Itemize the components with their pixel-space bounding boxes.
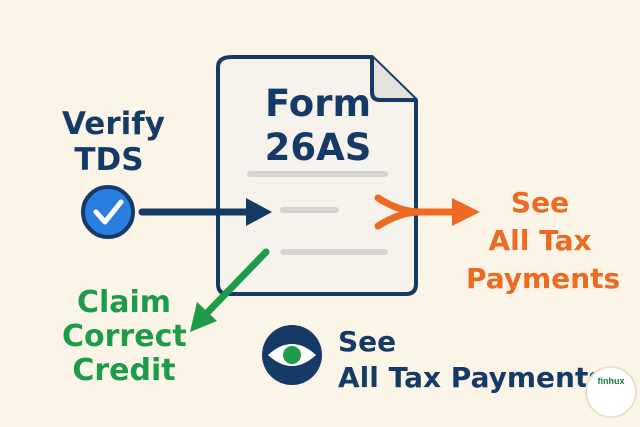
form-title: Form 26AS bbox=[218, 82, 418, 170]
see-payments-right-label: See All Tax Payments bbox=[466, 184, 621, 298]
verify-tds-label: Verify TDS bbox=[62, 106, 165, 178]
claim-line-1: Claim bbox=[76, 285, 172, 320]
form-title-line-2: 26AS bbox=[264, 126, 372, 169]
see-right-line-3: Payments bbox=[466, 262, 621, 295]
check-circle-icon bbox=[81, 185, 135, 239]
claim-credit-arrow bbox=[190, 248, 270, 332]
see-payments-bottom-label: See All Tax Payments bbox=[338, 324, 605, 396]
see-bottom-line-2: All Tax Payments bbox=[338, 361, 606, 394]
verify-line-2: TDS bbox=[74, 142, 144, 178]
claim-credit-label: Claim Correct Credit bbox=[62, 285, 187, 388]
logo-text: finhux bbox=[597, 376, 625, 386]
form-title-line-1: Form bbox=[265, 82, 371, 125]
claim-line-3: Credit bbox=[72, 353, 176, 388]
verify-line-1: Verify bbox=[62, 106, 165, 142]
finhux-logo: finhux bbox=[585, 366, 637, 418]
see-right-line-1: See bbox=[510, 186, 570, 219]
see-right-line-2: All Tax bbox=[488, 224, 592, 257]
see-bottom-line-1: See bbox=[338, 325, 397, 358]
verify-arrow bbox=[138, 198, 272, 226]
claim-line-2: Correct bbox=[62, 319, 187, 354]
see-payments-arrow bbox=[374, 194, 480, 230]
eye-icon bbox=[262, 325, 322, 385]
